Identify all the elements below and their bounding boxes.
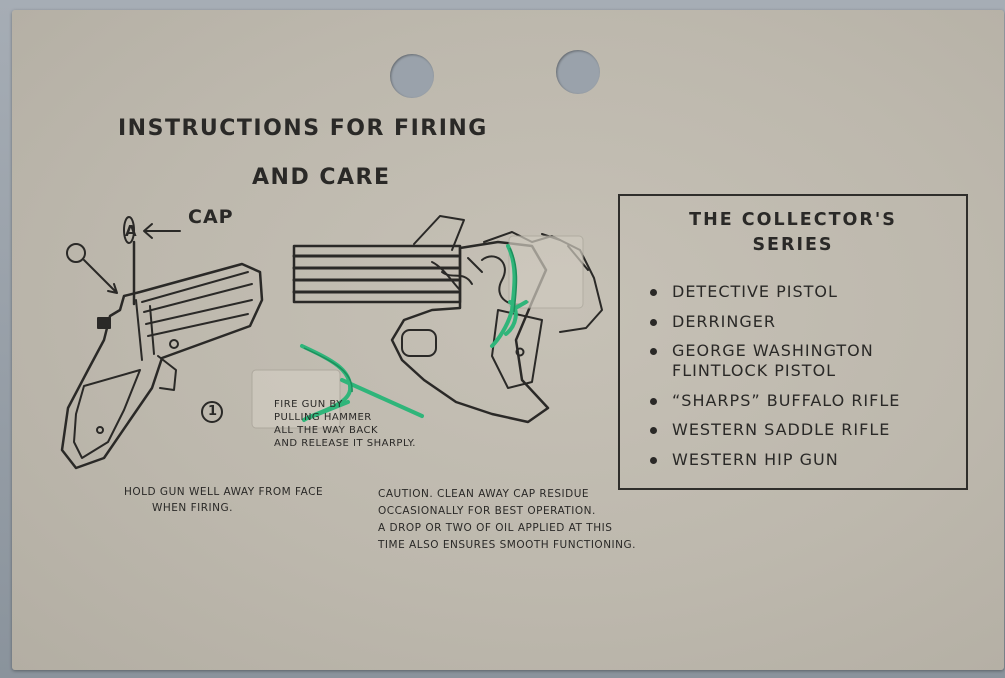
instructions-title-line2: AND CARE xyxy=(252,165,391,190)
plastic-tab-right xyxy=(508,235,584,309)
marker-a-label: A xyxy=(125,222,138,240)
marker-1-label: 1 xyxy=(208,404,218,419)
caution-line-1: CAUTION. CLEAN AWAY CAP RESIDUE xyxy=(378,488,590,500)
fire-line-2: PULLING HAMMER xyxy=(274,412,372,423)
hanger-hole-left xyxy=(390,54,434,98)
series-item: “SHARPS” BUFFALO RIFLE xyxy=(650,391,900,411)
fire-line-1: FIRE GUN BY xyxy=(274,399,343,410)
series-list: DETECTIVE PISTOL DERRINGER GEORGE WASHIN… xyxy=(650,282,900,479)
series-item: DETECTIVE PISTOL xyxy=(650,282,900,302)
green-twist-tie-icon xyxy=(300,244,528,422)
hold-note-line-2: WHEN FIRING. xyxy=(152,502,233,514)
marker-a-circle xyxy=(66,243,86,263)
arrow-pointer-icon xyxy=(83,259,118,294)
instructions-title-line1: INSTRUCTIONS FOR FIRING xyxy=(118,116,488,141)
caution-line-4: TIME ALSO ENSURES SMOOTH FUNCTIONING. xyxy=(378,539,636,551)
series-item: WESTERN HIP GUN xyxy=(650,450,900,470)
series-item: WESTERN SADDLE RIFLE xyxy=(650,420,900,440)
hanger-hole-right xyxy=(556,50,600,94)
series-title-line1: THE COLLECTOR'S xyxy=(689,210,897,230)
instruction-card: INSTRUCTIONS FOR FIRING AND CARE CAP xyxy=(12,10,1004,670)
fire-line-4: AND RELEASE IT SHARPLY. xyxy=(274,438,416,449)
fire-line-3: ALL THE WAY BACK xyxy=(274,425,379,436)
collectors-series-box: THE COLLECTOR'S SERIES DETECTIVE PISTOL … xyxy=(618,194,968,490)
cap-label: CAP xyxy=(188,206,234,228)
derringer-left-icon xyxy=(60,262,264,470)
arrow-left-icon xyxy=(143,223,181,239)
caution-line-2: OCCASIONALLY FOR BEST OPERATION. xyxy=(378,505,596,517)
series-item: DERRINGER xyxy=(650,312,900,332)
fire-instructions: FIRE GUN BY PULLING HAMMER ALL THE WAY B… xyxy=(274,398,416,450)
hold-note-line-1: HOLD GUN WELL AWAY FROM FACE xyxy=(124,486,324,498)
series-title-line2: SERIES xyxy=(752,235,834,255)
hold-note: HOLD GUN WELL AWAY FROM FACE WHEN FIRING… xyxy=(124,484,323,516)
caution-note: CAUTION. CLEAN AWAY CAP RESIDUE OCCASION… xyxy=(378,486,636,554)
derringer-hand-icon xyxy=(292,215,603,424)
caution-line-3: A DROP OR TWO OF OIL APPLIED AT THIS xyxy=(378,522,613,534)
